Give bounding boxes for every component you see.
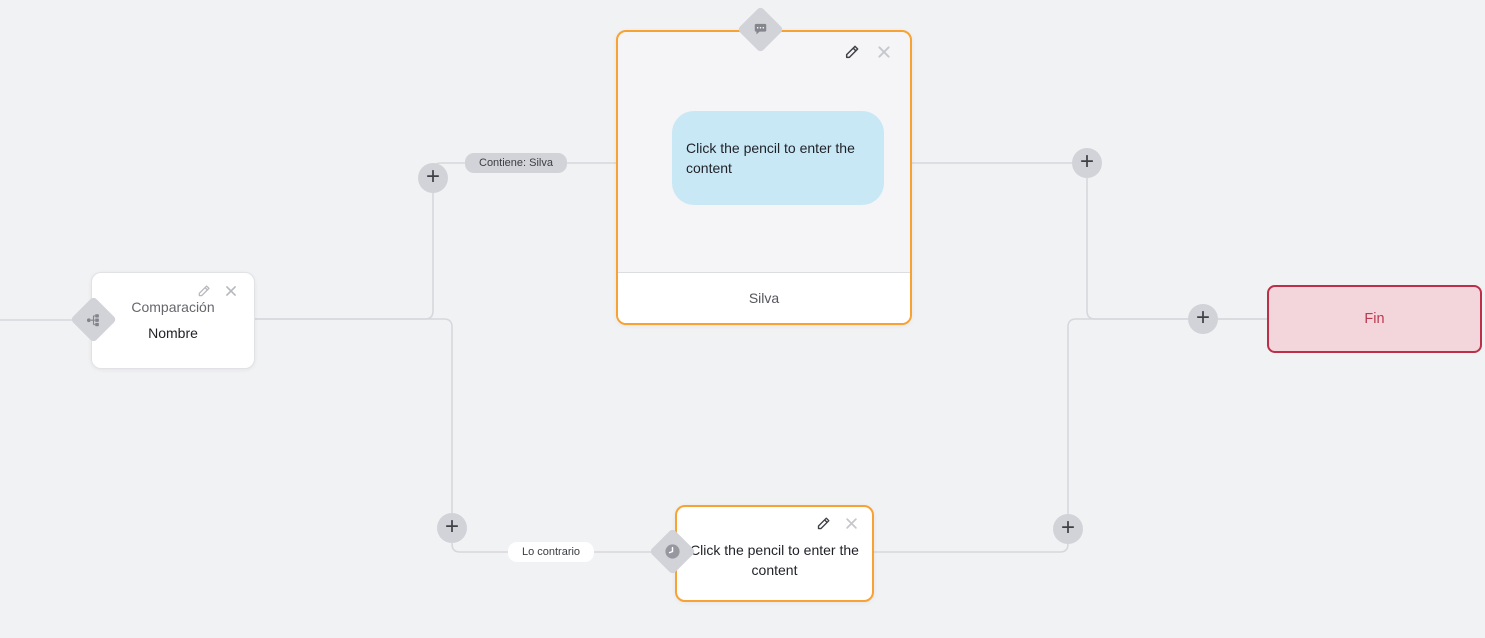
delete-node-button[interactable] <box>224 284 238 298</box>
node-type-badge-message <box>737 6 784 53</box>
add-node-button-before-end[interactable]: + <box>1188 304 1218 334</box>
add-node-button-top-right[interactable]: + <box>1072 148 1102 178</box>
message-bubble: Click the pencil to enter the content <box>672 111 884 205</box>
node-footer: Silva <box>618 272 910 323</box>
node-condition-value: Nombre <box>148 325 198 341</box>
edge-message-to-end <box>906 162 1268 320</box>
node-footer-label: Silva <box>748 290 780 306</box>
edit-node-button[interactable] <box>844 44 860 60</box>
close-icon <box>846 518 857 529</box>
delete-node-button[interactable] <box>844 516 859 531</box>
node-action[interactable]: Click the pencil to enter the content <box>675 505 874 602</box>
node-condition[interactable]: Comparación Nombre <box>91 272 255 369</box>
clock-icon <box>665 544 680 559</box>
pencil-icon <box>817 517 830 530</box>
node-type-badge-action <box>649 528 696 575</box>
node-end[interactable]: Fin <box>1267 285 1482 353</box>
add-node-button-top-left[interactable]: + <box>418 163 448 193</box>
plus-icon: + <box>1079 148 1094 175</box>
plus-icon: + <box>1195 304 1210 331</box>
plus-icon: + <box>425 163 440 190</box>
end-node-label: Fin <box>1364 311 1385 327</box>
edge-action-to-end <box>868 318 1268 553</box>
edge-label-otherwise[interactable]: Lo contrario <box>507 542 595 562</box>
node-message[interactable]: Click the pencil to enter the content Si… <box>616 30 912 325</box>
delete-node-button[interactable] <box>876 44 892 60</box>
edge-label-contains[interactable]: Contiene: Silva <box>465 153 567 173</box>
add-node-button-bottom-left[interactable]: + <box>437 513 467 543</box>
edit-node-button[interactable] <box>197 284 211 298</box>
sitemap-icon <box>86 313 99 326</box>
close-icon <box>226 286 236 296</box>
edit-node-button[interactable] <box>816 516 831 531</box>
add-node-button-bottom-right[interactable]: + <box>1053 514 1083 544</box>
edge-condition-to-action <box>253 318 658 553</box>
pencil-icon <box>198 285 210 297</box>
action-placeholder-text: Click the pencil to enter the content <box>690 541 859 578</box>
chat-bubble-icon <box>754 23 767 35</box>
pencil-icon <box>845 45 859 59</box>
plus-icon: + <box>1060 514 1075 541</box>
message-placeholder-text: Click the pencil to enter the content <box>686 140 855 176</box>
plus-icon: + <box>444 513 459 540</box>
close-icon <box>878 46 890 58</box>
node-condition-title: Comparación <box>131 299 215 315</box>
node-type-badge-condition <box>70 296 117 343</box>
